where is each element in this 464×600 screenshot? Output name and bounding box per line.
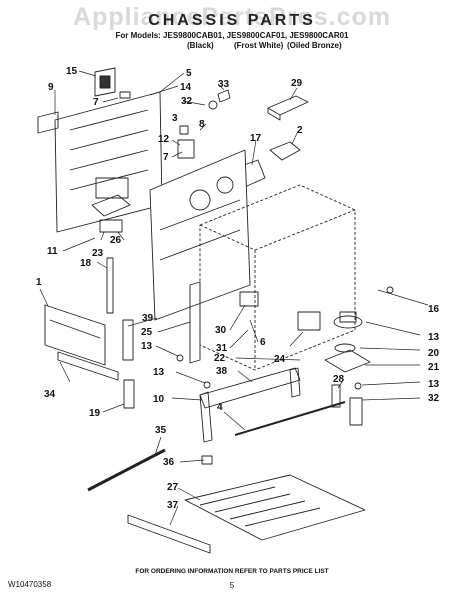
- callout-38: 38: [216, 366, 228, 377]
- part-35-rod: [87, 448, 166, 492]
- callout-1: 1: [36, 277, 42, 288]
- part-39-bracket: [122, 319, 134, 361]
- callout-14: 14: [180, 82, 192, 93]
- callout-7a: 7: [93, 97, 99, 108]
- part-4-rod: [234, 401, 346, 436]
- callout-28: 28: [333, 374, 345, 385]
- callout-12: 12: [158, 134, 170, 145]
- part-8: [179, 125, 189, 135]
- part-15-bracket: [94, 67, 116, 97]
- callout-35: 35: [155, 425, 167, 436]
- callout-3: 3: [172, 113, 178, 124]
- callout-13c: 13: [153, 367, 165, 378]
- callout-32b: 32: [428, 393, 440, 404]
- page-number: 5: [229, 581, 235, 590]
- callout-7b: 7: [163, 152, 169, 163]
- callout-6: 6: [260, 337, 266, 348]
- part-34-strip: [57, 351, 119, 381]
- part-3: [208, 100, 218, 110]
- callout-26: 26: [110, 235, 122, 246]
- callout-9: 9: [48, 82, 54, 93]
- callout-29: 29: [291, 78, 303, 89]
- back-panel: [54, 91, 163, 233]
- callout-37: 37: [167, 500, 179, 511]
- callout-labels: 15 5 9 14 7 33 29 32 3 12 8 7 2 17 11 23…: [36, 66, 440, 511]
- screw-13: [354, 382, 362, 390]
- callout-18: 18: [80, 258, 92, 269]
- ordering-instruction: FOR ORDERING INFORMATION REFER TO PARTS …: [135, 568, 329, 575]
- part-12: [177, 139, 195, 159]
- callout-4: 4: [217, 402, 223, 413]
- part-30: [239, 291, 259, 307]
- part-23-bracket: [91, 194, 131, 233]
- callout-16: 16: [428, 304, 440, 315]
- variant-frost-white: (Frost White): [234, 41, 284, 50]
- part-37-rail: [127, 514, 211, 554]
- callout-31: 31: [216, 343, 228, 354]
- callout-2: 2: [297, 125, 303, 136]
- screw-13: [386, 286, 394, 294]
- part-9-plate: [37, 111, 59, 134]
- part-27-bottom-panel: [184, 474, 366, 541]
- callout-10: 10: [153, 394, 165, 405]
- screw-13: [203, 381, 211, 389]
- callout-17: 17: [250, 133, 262, 144]
- screw-13: [176, 354, 184, 362]
- part-16-burner: [324, 311, 371, 373]
- part-25-rail: [189, 281, 201, 364]
- callout-11: 11: [47, 246, 58, 257]
- callout-13a: 13: [141, 341, 153, 352]
- callout-23: 23: [92, 248, 104, 259]
- callout-39: 39: [142, 313, 154, 324]
- watermark: AppliancePartsPros.com: [73, 3, 391, 31]
- part-29-channel: [267, 95, 309, 121]
- callout-8: 8: [199, 119, 205, 130]
- part-1-panel: [44, 304, 106, 366]
- part-28: [331, 384, 341, 408]
- document-number: W10470358: [8, 580, 52, 589]
- callout-21: 21: [428, 362, 440, 373]
- part-18-strip: [106, 257, 114, 314]
- models-line: For Models: JES9800CAB01, JES9800CAF01, …: [115, 31, 349, 40]
- callout-33: 33: [218, 79, 230, 90]
- page-title: CHASSIS PARTS: [148, 12, 316, 29]
- variant-oiled-bronze: (Oiled Bronze): [287, 41, 342, 50]
- callout-20: 20: [428, 348, 440, 359]
- variant-black: (Black): [187, 41, 214, 50]
- callout-27: 27: [167, 482, 179, 493]
- callout-36: 36: [163, 457, 175, 468]
- callout-25: 25: [141, 327, 153, 338]
- part-2: [269, 141, 301, 161]
- callout-13b: 13: [428, 332, 440, 343]
- part-33: [217, 89, 231, 103]
- callout-24: 24: [274, 354, 286, 365]
- callout-34: 34: [44, 389, 56, 400]
- callout-5: 5: [186, 68, 192, 79]
- callout-19: 19: [89, 408, 101, 419]
- part-14: [119, 91, 131, 99]
- callout-32a: 32: [181, 96, 193, 107]
- part-38-frame: [199, 367, 301, 443]
- part-24: [297, 311, 321, 331]
- part-19-block: [123, 379, 135, 409]
- callout-22: 22: [214, 353, 226, 364]
- callout-15: 15: [66, 66, 78, 77]
- leader-lines: [39, 70, 429, 526]
- callout-30: 30: [215, 325, 227, 336]
- part-32-bracket: [349, 397, 363, 426]
- callout-13d: 13: [428, 379, 440, 390]
